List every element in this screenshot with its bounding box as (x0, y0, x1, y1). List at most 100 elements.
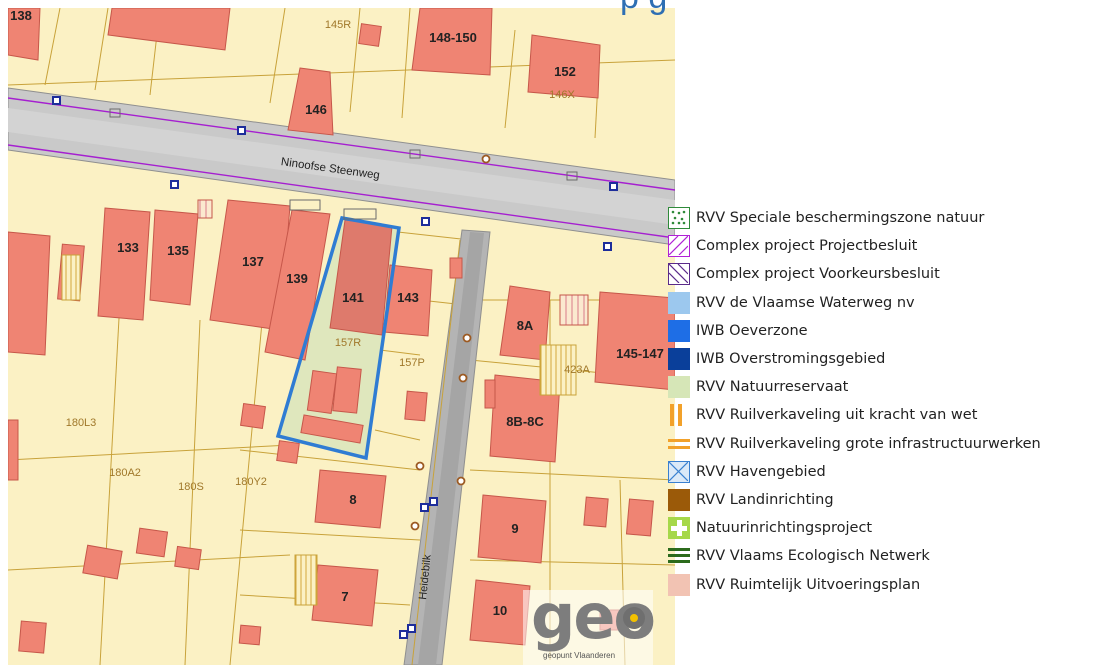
blue-manholes (52, 96, 618, 639)
selected-parcel-outline[interactable] (275, 216, 401, 461)
legend-label: RVV Vlaams Ecologisch Netwerk (696, 548, 930, 565)
legend-item: RVV Ruilverkaveling grote infrastructuur… (668, 430, 1117, 458)
blue-x-box-icon (668, 460, 690, 483)
legend-label: RVV Ruilverkaveling grote infrastructuur… (696, 435, 1041, 452)
building-top-left[interactable] (107, 8, 231, 51)
building-label: 8B-8C (506, 414, 544, 429)
parcel-label: 157R (335, 337, 361, 349)
building-label: 137 (242, 254, 264, 269)
heidebilk-edge-line (411, 239, 461, 665)
dark-blue-square-icon (668, 348, 690, 371)
hatched-extension-135 (197, 199, 213, 219)
street-label-heidebilk: Heidebilk (417, 554, 434, 601)
legend-item: IWB Oeverzone (668, 317, 1117, 345)
purple-cross-hatch-icon (668, 263, 690, 286)
legend-label: Complex project Voorkeursbesluit (696, 266, 940, 283)
building-label: 148-150 (429, 30, 477, 45)
parcel-label: 423A (564, 364, 590, 376)
legend-label: Complex project Projectbesluit (696, 238, 918, 255)
blue-square-icon (668, 319, 690, 342)
legend-item: Natuurinrichtingsproject (668, 514, 1117, 542)
legend-item: RVV Ruimtelijk Uitvoeringsplan (668, 570, 1117, 598)
building-label: 152 (554, 64, 576, 79)
purple-line-north (8, 97, 675, 191)
legend-label: RVV Landinrichting (696, 491, 834, 508)
building-label: 145-147 (616, 346, 664, 361)
building-139[interactable] (264, 209, 331, 361)
building-label: 146 (305, 102, 327, 117)
legend-label: IWB Oeverzone (696, 322, 808, 339)
green-plus-icon (668, 517, 690, 540)
legend-item: RVV Speciale beschermingszone natuur (668, 204, 1117, 232)
building-label: 8 (349, 492, 356, 507)
parcel-label: 146X (549, 89, 575, 101)
building-label: 143 (397, 290, 419, 305)
geopunt-logo: geo geopunt Vlaanderen (523, 580, 656, 665)
purple-line-south (8, 144, 675, 239)
legend-label: RVV Natuurreservaat (696, 379, 849, 396)
legend-item: RVV Landinrichting (668, 486, 1117, 514)
parcel-label: 180A2 (109, 467, 141, 479)
hatched-extension-133 (61, 254, 81, 301)
parcel-label: 157P (399, 357, 425, 369)
building-152[interactable] (527, 34, 601, 99)
building-label: 8A (517, 318, 534, 333)
hatched-extension-7 (294, 554, 318, 606)
legend-item: RVV Natuurreservaat (668, 373, 1117, 401)
geopunt-logo-tagline: geopunt Vlaanderen (543, 651, 616, 660)
legend-label: IWB Overstromingsgebied (696, 351, 886, 368)
building-label: 7 (341, 589, 348, 604)
legend-item: RVV Vlaams Ecologisch Netwerk (668, 542, 1117, 570)
legend-label: RVV Ruimtelijk Uitvoeringsplan (696, 576, 921, 593)
map-legend: RVV Speciale beschermingszone natuur Com… (668, 204, 1117, 599)
parcel-label: 180S (178, 481, 204, 493)
building-label: 139 (286, 271, 308, 286)
orange-vertical-stripes-icon (668, 404, 690, 427)
building-135[interactable] (149, 209, 199, 306)
building-label: 141 (342, 290, 364, 305)
building-left-edge[interactable] (8, 231, 51, 356)
building-8B-8C[interactable] (489, 374, 561, 463)
geopunt-logo-dot-icon (623, 607, 645, 629)
purple-hatch-icon (668, 235, 690, 258)
orange-horizontal-stripes-icon (668, 433, 690, 455)
building-138[interactable] (8, 8, 41, 61)
legend-item: RVV Havengebied (668, 458, 1117, 486)
hatched-extension-8A (559, 294, 589, 326)
building-label: 135 (167, 243, 189, 258)
legend-item: RVV de Vlaamse Waterweg nv (668, 289, 1117, 317)
legend-label: RVV Speciale beschermingszone natuur (696, 210, 985, 227)
legend-label: RVV Havengebied (696, 463, 826, 480)
parcel-label: 180Y2 (235, 476, 267, 488)
building-8[interactable] (314, 469, 387, 529)
building-145-147[interactable] (594, 291, 675, 391)
building-146[interactable] (287, 67, 334, 136)
parcel-label: 145R (325, 19, 351, 31)
building-133[interactable] (97, 207, 151, 321)
legend-item: Complex project Voorkeursbesluit (668, 260, 1117, 288)
light-blue-square-icon (668, 291, 690, 314)
building-label: 10 (493, 603, 507, 618)
brown-nodes (410, 154, 491, 531)
hatched-extension-423A (539, 344, 577, 396)
legend-label: RVV de Vlaamse Waterweg nv (696, 294, 915, 311)
page-title-partial: p g (620, 0, 667, 17)
road-ninoofse-lane (8, 108, 675, 225)
legend-item: Complex project Projectbesluit (668, 232, 1117, 260)
brown-square-icon (668, 488, 690, 511)
buildings (8, 8, 675, 654)
building-label: 9 (511, 521, 518, 536)
dotted-green-square-icon (668, 207, 690, 230)
building-9[interactable] (477, 494, 547, 564)
building-148-150[interactable] (411, 8, 493, 76)
parcel-label: 180L3 (66, 417, 97, 429)
building-label: 138 (10, 8, 32, 23)
map-layer: Ninoofse Steenweg Heidebilk 138 148-150 … (8, 8, 675, 665)
pale-green-square-icon (668, 376, 690, 399)
legend-item: RVV Ruilverkaveling uit kracht van wet (668, 401, 1117, 429)
green-lines-icon (668, 545, 690, 567)
legend-label: Natuurinrichtingsproject (696, 520, 873, 537)
legend-item: IWB Overstromingsgebied (668, 345, 1117, 373)
building-label: 133 (117, 240, 139, 255)
